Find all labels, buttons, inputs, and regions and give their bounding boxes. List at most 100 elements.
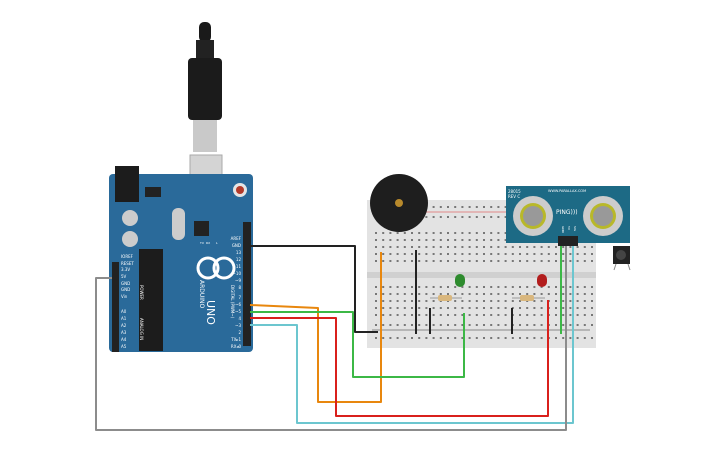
- breadboard-hole[interactable]: [497, 286, 500, 288]
- breadboard-hole[interactable]: [519, 300, 521, 302]
- breadboard-hole[interactable]: [591, 314, 593, 316]
- breadboard-hole[interactable]: [475, 246, 478, 248]
- breadboard-hole[interactable]: [461, 337, 464, 339]
- wire-pin3-cyan[interactable]: [250, 246, 574, 424]
- breadboard-hole[interactable]: [497, 216, 500, 218]
- breadboard-hole[interactable]: [519, 246, 521, 248]
- breadboard-hole[interactable]: [447, 206, 449, 208]
- breadboard-hole[interactable]: [396, 246, 399, 248]
- breadboard-hole[interactable]: [461, 253, 464, 255]
- breadboard-hole[interactable]: [425, 232, 428, 234]
- breadboard-hole[interactable]: [490, 337, 493, 339]
- breadboard-hole[interactable]: [483, 286, 485, 288]
- breadboard-hole[interactable]: [483, 300, 485, 302]
- breadboard-hole[interactable]: [411, 300, 413, 302]
- breadboard-hole[interactable]: [382, 300, 385, 302]
- breadboard-hole[interactable]: [475, 324, 478, 326]
- breadboard-hole[interactable]: [504, 253, 507, 255]
- breadboard-hole[interactable]: [432, 239, 435, 241]
- breadboard-hole[interactable]: [497, 307, 500, 309]
- breadboard-hole[interactable]: [396, 260, 399, 262]
- breadboard-hole[interactable]: [382, 337, 385, 339]
- breadboard-hole[interactable]: [439, 216, 442, 218]
- breadboard-hole[interactable]: [447, 232, 449, 234]
- breadboard-hole[interactable]: [454, 324, 457, 326]
- breadboard-hole[interactable]: [497, 239, 500, 241]
- breadboard-hole[interactable]: [591, 260, 593, 262]
- breadboard-hole[interactable]: [547, 293, 550, 295]
- breadboard-hole[interactable]: [555, 246, 557, 248]
- breadboard-hole[interactable]: [490, 246, 493, 248]
- breadboard-hole[interactable]: [511, 260, 514, 262]
- breadboard-hole[interactable]: [533, 253, 536, 255]
- breadboard-hole[interactable]: [454, 300, 457, 302]
- breadboard-hole[interactable]: [555, 286, 557, 288]
- breadboard-hole[interactable]: [468, 232, 471, 234]
- breadboard-hole[interactable]: [490, 314, 493, 316]
- breadboard-hole[interactable]: [526, 260, 529, 262]
- breadboard-hole[interactable]: [432, 232, 435, 234]
- breadboard-hole[interactable]: [389, 324, 392, 326]
- breadboard-hole[interactable]: [533, 260, 536, 262]
- breadboard-hole[interactable]: [411, 314, 413, 316]
- breadboard-hole[interactable]: [475, 314, 478, 316]
- breadboard-hole[interactable]: [569, 286, 572, 288]
- breadboard-hole[interactable]: [511, 293, 514, 295]
- breadboard-hole[interactable]: [389, 232, 392, 234]
- breadboard-hole[interactable]: [375, 253, 377, 255]
- breadboard-hole[interactable]: [389, 260, 392, 262]
- breadboard-hole[interactable]: [497, 206, 500, 208]
- breadboard-hole[interactable]: [562, 337, 565, 339]
- breadboard-hole[interactable]: [447, 246, 449, 248]
- breadboard-hole[interactable]: [547, 260, 550, 262]
- breadboard-hole[interactable]: [447, 216, 449, 218]
- breadboard-hole[interactable]: [454, 314, 457, 316]
- breadboard-hole[interactable]: [454, 253, 457, 255]
- breadboard-hole[interactable]: [562, 253, 565, 255]
- breadboard-hole[interactable]: [591, 253, 593, 255]
- breadboard-hole[interactable]: [555, 293, 557, 295]
- breadboard-hole[interactable]: [576, 337, 579, 339]
- breadboard-hole[interactable]: [382, 246, 385, 248]
- breadboard-hole[interactable]: [411, 286, 413, 288]
- breadboard-hole[interactable]: [526, 314, 529, 316]
- breadboard-hole[interactable]: [490, 324, 493, 326]
- breadboard-hole[interactable]: [519, 307, 521, 309]
- breadboard-hole[interactable]: [468, 293, 471, 295]
- breadboard-hole[interactable]: [526, 253, 529, 255]
- breadboard-hole[interactable]: [511, 246, 514, 248]
- breadboard-hole[interactable]: [461, 293, 464, 295]
- breadboard-hole[interactable]: [562, 286, 565, 288]
- breadboard-hole[interactable]: [540, 337, 543, 339]
- breadboard-hole[interactable]: [432, 246, 435, 248]
- breadboard-hole[interactable]: [447, 307, 449, 309]
- breadboard-hole[interactable]: [425, 246, 428, 248]
- resistor-1[interactable]: [430, 295, 462, 301]
- breadboard-hole[interactable]: [389, 293, 392, 295]
- breadboard-hole[interactable]: [576, 324, 579, 326]
- breadboard-hole[interactable]: [576, 246, 579, 248]
- breadboard-hole[interactable]: [375, 286, 377, 288]
- breadboard-hole[interactable]: [504, 307, 507, 309]
- breadboard-hole[interactable]: [562, 300, 565, 302]
- breadboard-hole[interactable]: [555, 314, 557, 316]
- breadboard-hole[interactable]: [562, 293, 565, 295]
- breadboard-hole[interactable]: [533, 300, 536, 302]
- wire-pin6-orange[interactable]: [249, 252, 382, 403]
- breadboard-hole[interactable]: [519, 324, 521, 326]
- breadboard-hole[interactable]: [396, 232, 399, 234]
- breadboard-hole[interactable]: [411, 293, 413, 295]
- breadboard-hole[interactable]: [526, 324, 529, 326]
- breadboard-hole[interactable]: [519, 260, 521, 262]
- breadboard-hole[interactable]: [468, 206, 471, 208]
- breadboard-hole[interactable]: [475, 239, 478, 241]
- breadboard-hole[interactable]: [576, 300, 579, 302]
- breadboard-hole[interactable]: [425, 293, 428, 295]
- piezo-buzzer[interactable]: [370, 174, 428, 232]
- breadboard-hole[interactable]: [411, 239, 413, 241]
- breadboard-hole[interactable]: [490, 232, 493, 234]
- breadboard-hole[interactable]: [447, 337, 449, 339]
- breadboard-hole[interactable]: [432, 324, 435, 326]
- breadboard-hole[interactable]: [591, 337, 593, 339]
- breadboard-hole[interactable]: [483, 216, 485, 218]
